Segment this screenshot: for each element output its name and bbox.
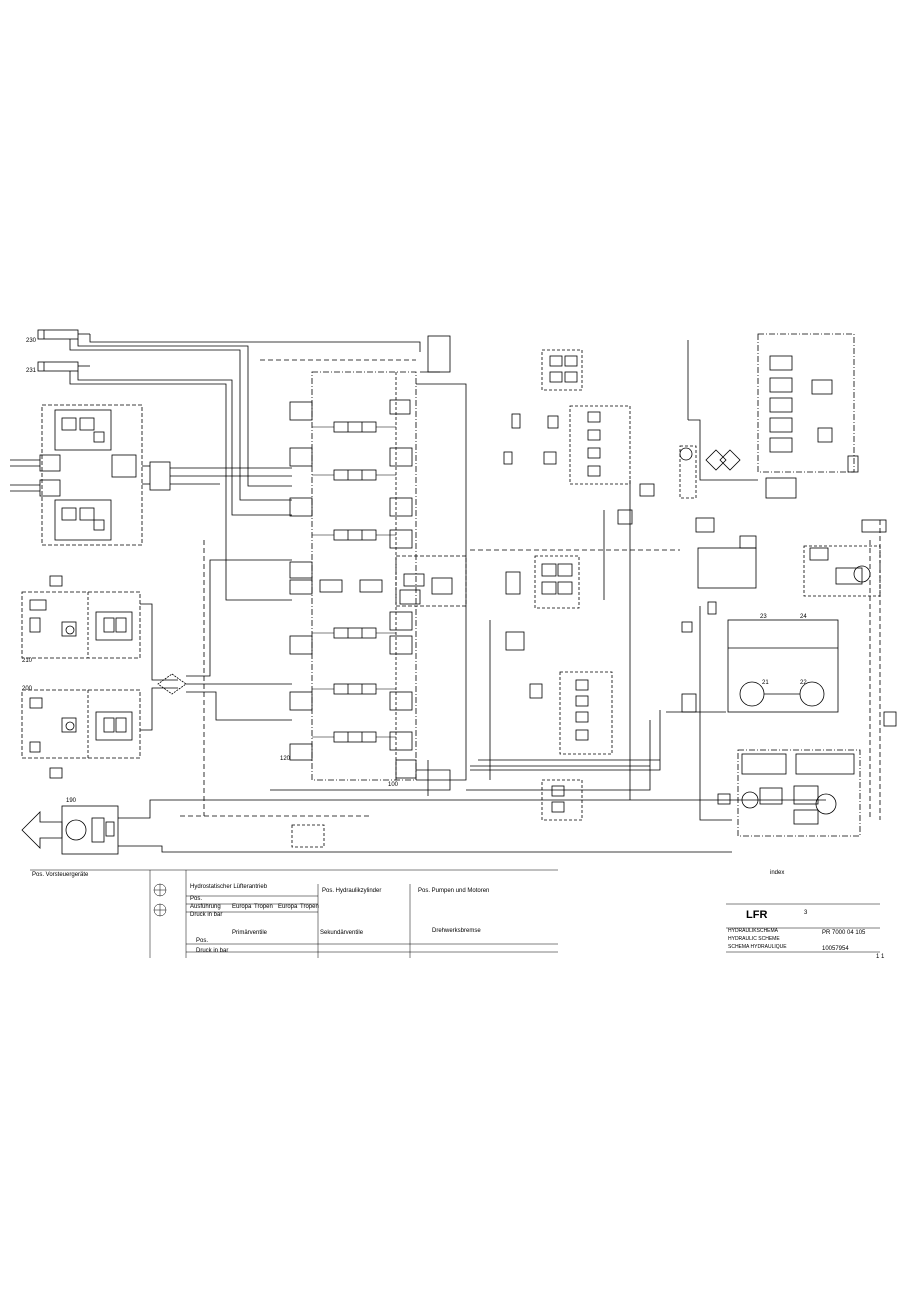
pilot-control-unit-200 [21,689,141,779]
pos-label-231: 231 [26,368,37,374]
valve-group-b [503,405,631,485]
main-control-block-100 [289,371,467,781]
cylinder-230 [37,329,90,340]
pos-label-190: 190 [66,798,77,804]
legend-druck-row-bar: Druck in bar [196,948,229,954]
motor-190 [21,805,119,855]
pos-label-24: 24 [800,614,807,620]
legend-lueftermotor-row-pos: Pos. [190,896,203,902]
legend-druck-row-pos: Pos. [196,938,209,944]
valve-group-e [541,779,583,821]
title-company: LFR [746,909,768,921]
pos-label-120: 120 [280,756,291,762]
pilot-control-unit-210 [21,575,141,659]
legend-lueftermotor-row-ausfuehrung: Ausführung [190,904,221,910]
legend-table [30,869,558,958]
cylinder-231 [37,361,90,372]
valve-bank-right [757,333,859,499]
main-pump-group [717,749,861,837]
title-block-frame [726,903,880,953]
title-sheet: 1 1 [876,954,885,960]
title-line-en: HYDRAULIC SCHEME [728,936,780,942]
legend-variant-europa-1: Europa [232,904,252,910]
steering-cylinders [10,454,61,497]
legend-lueftermotor-header: Hydrostatischer Lüfterantrieb [190,884,268,890]
legend-pumpen-header: Pos. Pumpen und Motoren [418,888,490,894]
legend-variant-tropen-2: Tropen [300,904,319,910]
valve-group-d [529,671,613,755]
legend-drehwerk-header: Drehwerksbremse [432,928,481,934]
filter-top [427,335,451,373]
title-drawing-number: PR 7000 04 105 [822,930,866,936]
legend-variant-tropen-1: Tropen [254,904,273,910]
pos-label-23: 23 [760,614,767,620]
title-line-fr: SCHEMA HYDRAULIQUE [728,944,787,950]
legend-lueftermotor-row-druck: Druck in bar [190,912,223,918]
legend-variant-europa-2: Europa [278,904,298,910]
filter-and-pump [679,445,741,533]
pos-label-21: 21 [762,680,769,686]
cooler-and-fan [697,519,887,597]
pos-label-200: 200 [22,686,33,692]
pos-label-22: 22 [800,680,807,686]
legend-steuergeraete-header: Pos. Vorsteuergeräte [32,872,89,878]
valve-group-c [505,555,580,651]
title-line-de: HYDRAULIKSCHEMA [728,928,779,934]
title-misc: 3 [804,910,808,916]
title-revision-label: index [770,870,785,876]
legend-sekundaer-header: Sekundärventile [320,930,364,936]
legend-primaer-header: Primärventile [232,930,268,936]
legend-zylinder-header: Pos. Hydraulikzylinder [322,888,382,894]
left-upper-valve-group [41,404,292,546]
pos-label-100: 100 [388,782,399,788]
title-id-number: 10057954 [822,946,849,952]
pos-label-210: 210 [22,658,33,664]
pos-label-230: 230 [26,338,37,344]
hydraulic-tank [681,601,839,713]
valve-group-a [541,349,583,391]
